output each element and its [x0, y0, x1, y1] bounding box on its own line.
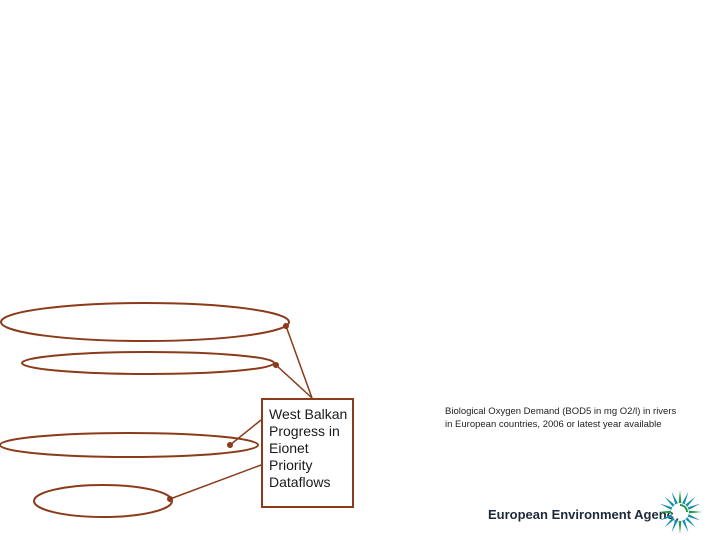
logo-petal — [687, 503, 701, 510]
connector-4 — [167, 464, 262, 502]
logo-petal — [688, 510, 702, 514]
eea-star-icon — [658, 490, 702, 534]
ellipse-4 — [33, 484, 173, 518]
logo-petal — [671, 519, 678, 533]
logo-wordmark: European Environment Agency — [488, 507, 682, 522]
connector-2 — [273, 362, 313, 399]
logo-petal — [682, 519, 689, 533]
logo-petal — [687, 514, 701, 521]
logo-petal — [659, 503, 673, 510]
logo-petal — [658, 510, 672, 514]
logo-petal — [671, 491, 678, 505]
ellipse-2 — [21, 351, 275, 375]
callout-box: West Balkan Progress in Eionet Priority … — [261, 398, 354, 508]
logo-petal — [685, 517, 696, 528]
logo-petal — [664, 496, 675, 507]
logo-petal — [664, 517, 675, 528]
logo-petal — [659, 514, 673, 521]
logo-petal — [678, 490, 682, 504]
connector-3 — [227, 419, 262, 448]
logo-petal — [678, 520, 682, 534]
logo-petal — [685, 496, 696, 507]
logo-petal — [682, 491, 689, 505]
eea-logo: European Environment Agency — [488, 488, 708, 536]
ellipse-1 — [0, 302, 290, 342]
caption-text: Biological Oxygen Demand (BOD5 in mg O2/… — [445, 406, 677, 430]
ellipse-3 — [0, 432, 259, 458]
callout-text: West Balkan Progress in Eionet Priority … — [269, 406, 348, 490]
connector-1 — [283, 323, 313, 399]
